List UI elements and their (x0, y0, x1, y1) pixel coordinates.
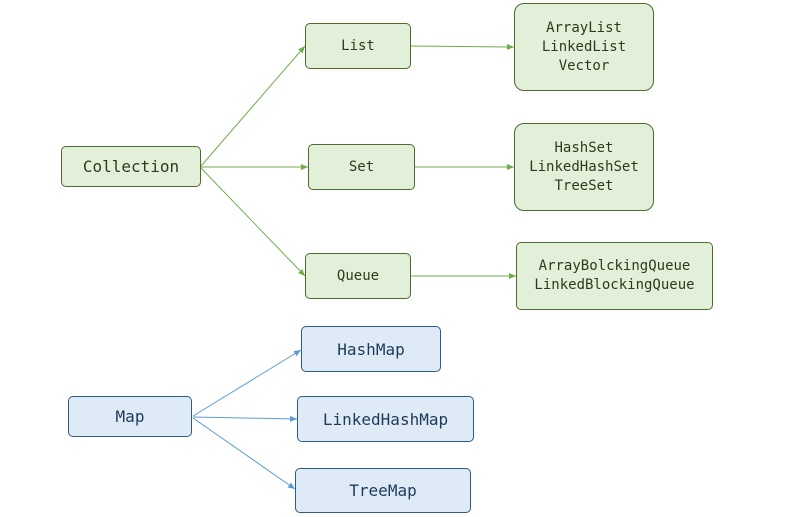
queue-impl-item: LinkedBlockingQueue (534, 277, 695, 293)
set-impls-node: HashSet LinkedHashSet TreeSet (514, 123, 654, 211)
set-node-label: Set (348, 158, 375, 175)
queue-node: Queue (305, 253, 411, 299)
edge-map-treemap (192, 417, 296, 490)
map-node: Map (68, 396, 192, 437)
set-impl-item: LinkedHashSet (529, 158, 639, 175)
list-node-label: List (341, 37, 375, 54)
hashmap-node-label: HashMap (337, 339, 405, 359)
hashmap-node: HashMap (301, 326, 441, 372)
linkedhashmap-node-label: LinkedHashMap (322, 409, 449, 429)
linkedhashmap-node: LinkedHashMap (297, 396, 474, 442)
edge-list-impls (410, 43, 515, 50)
edge-map-linkedhashmap (192, 415, 298, 422)
set-node: Set (308, 144, 415, 190)
map-node-label: Map (115, 407, 145, 426)
list-impls-node: ArrayList LinkedList Vector (514, 3, 654, 91)
set-impl-item: TreeSet (554, 177, 614, 194)
set-impl-item: HashSet (554, 139, 614, 156)
queue-impl-item: ArrayBolckingQueue (538, 258, 691, 274)
treemap-node-label: TreeMap (349, 481, 417, 500)
list-impl-item: ArrayList (546, 19, 622, 36)
edge-map-hashmap (192, 349, 302, 417)
queue-impls-node: ArrayBolckingQueue LinkedBlockingQueue (516, 242, 713, 310)
collection-node: Collection (61, 146, 201, 187)
list-impl-item: Vector (558, 57, 610, 74)
treemap-node: TreeMap (295, 468, 471, 513)
edge-collection-list (200, 45, 306, 167)
queue-node-label: Queue (336, 267, 380, 284)
collection-node-label: Collection (82, 157, 180, 176)
edge-collection-queue (200, 167, 306, 277)
list-node: List (305, 23, 411, 69)
list-impl-item: LinkedList (541, 38, 627, 55)
